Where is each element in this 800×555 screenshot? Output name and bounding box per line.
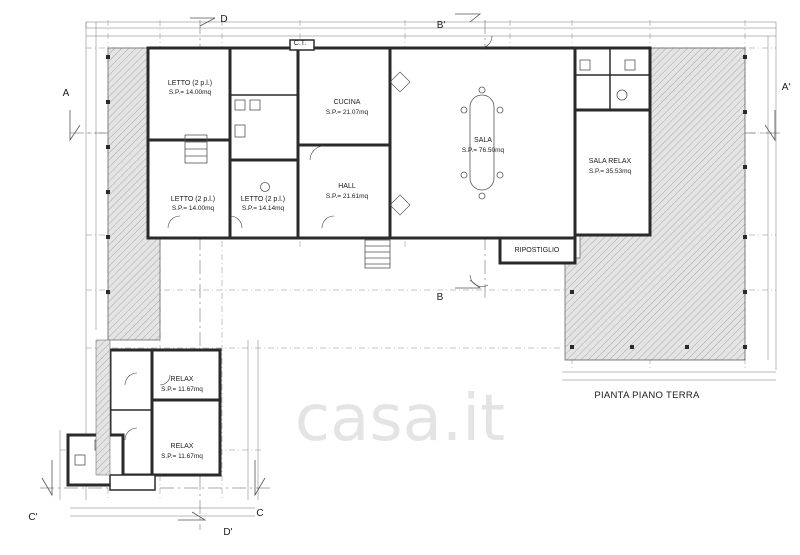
room-labels: LETTO (2 p.l.) S.P.= 14.00mq LETTO (2 p.… bbox=[161, 40, 631, 460]
room-name-letto-2: LETTO (2 p.l.) bbox=[171, 196, 215, 203]
section-label-a: A bbox=[63, 88, 70, 99]
room-name-sala-relax: SALA RELAX bbox=[589, 158, 632, 165]
section-markers: A A' B' B D D' C' C bbox=[28, 14, 790, 538]
room-area-relax-1: S.P.= 11.67mq bbox=[161, 386, 203, 393]
room-name-sala: SALA bbox=[474, 137, 492, 144]
watermark: casa.it bbox=[295, 382, 505, 456]
room-name-ripostiglio: RIPOSTIGLIO bbox=[515, 247, 560, 254]
door-swings bbox=[167, 35, 493, 287]
technical-room-label: C.T. bbox=[294, 40, 307, 47]
bathroom-fixtures bbox=[234, 59, 636, 192]
room-area-sala-relax: S.P.= 35.53mq bbox=[589, 168, 632, 175]
room-name-relax-1: RELAX bbox=[171, 376, 194, 383]
room-name-letto-3: LETTO (2 p.l.) bbox=[241, 196, 285, 203]
annex-building-walls bbox=[66, 339, 222, 491]
room-area-sala: S.P.= 76.50mq bbox=[462, 147, 505, 154]
room-area-letto-1: S.P.= 14.00mq bbox=[169, 89, 212, 96]
section-label-c-prime: C' bbox=[28, 512, 37, 523]
section-label-a-prime: A' bbox=[782, 82, 791, 93]
room-name-relax-2: RELAX bbox=[171, 443, 194, 450]
room-name-letto-1: LETTO (2 p.l.) bbox=[168, 80, 212, 87]
room-area-letto-3: S.P.= 14.14mq bbox=[242, 205, 285, 212]
room-name-hall: HALL bbox=[338, 183, 356, 190]
staircase bbox=[364, 239, 391, 269]
dimension-lines bbox=[59, 21, 777, 517]
section-label-d-prime: D' bbox=[223, 527, 232, 538]
small-staircase bbox=[184, 134, 208, 164]
room-area-letto-2: S.P.= 14.00mq bbox=[172, 205, 215, 212]
dining-table bbox=[460, 86, 504, 200]
columns bbox=[106, 55, 747, 349]
room-area-hall: S.P.= 21.61mq bbox=[326, 193, 369, 200]
annex-porch bbox=[95, 339, 111, 476]
room-name-cucina: CUCINA bbox=[334, 99, 361, 106]
section-label-c: C bbox=[256, 508, 263, 519]
main-building-walls bbox=[146, 35, 652, 287]
plan-title: PIANTA PIANO TERRA bbox=[594, 390, 700, 401]
section-label-b: B bbox=[437, 292, 444, 303]
room-area-cucina: S.P.= 21.07mq bbox=[326, 109, 369, 116]
section-label-b-prime: B' bbox=[437, 20, 446, 31]
section-label-d: D bbox=[220, 14, 227, 25]
room-area-relax-2: S.P.= 11.67mq bbox=[161, 453, 203, 460]
